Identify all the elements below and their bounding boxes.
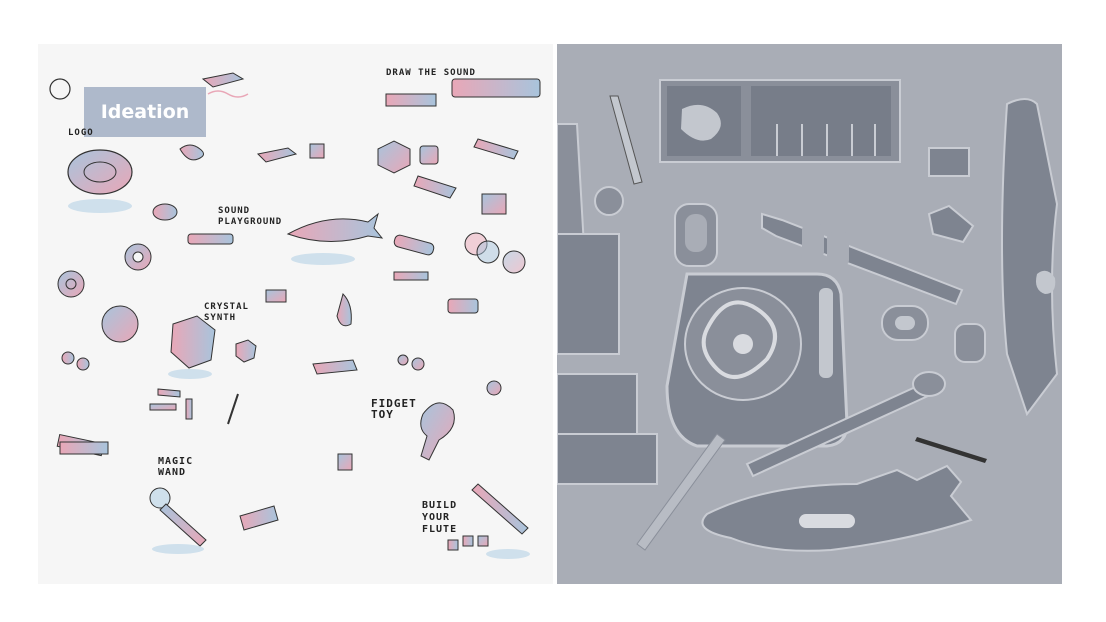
sketch-flute — [471, 483, 529, 535]
build-your-flute-label: BUILD YOUR FLUTE — [422, 500, 458, 535]
sketch-crystal — [170, 315, 216, 369]
ideation-sketch-board: Ideation LOGO DRAW THE SOUND SOUND PLAYG… — [38, 44, 553, 584]
sketch-fidget — [420, 402, 455, 461]
sketch-logo-disc — [67, 149, 133, 195]
flame-piece — [701, 464, 973, 552]
prototype-cutout-photo — [557, 44, 1062, 584]
sound-playground-label: SOUND PLAYGROUND — [218, 206, 283, 227]
crystal-synth-label: CRYSTAL SYNTH — [204, 302, 249, 323]
ruler — [636, 433, 726, 551]
sketch-wave — [201, 72, 245, 88]
ideation-badge: Ideation — [84, 87, 206, 137]
magic-wand-label: MAGIC WAND — [158, 456, 194, 478]
ideation-label: Ideation — [100, 101, 190, 123]
fidget-toy-label: FIDGET TOY — [371, 397, 417, 421]
sketch-head — [49, 78, 71, 100]
cutout-shapes — [557, 79, 1059, 552]
sketch-wand-head — [149, 487, 171, 509]
logo-label: LOGO — [68, 128, 94, 138]
sketch-fish — [286, 212, 384, 242]
sketch-drawings — [49, 72, 541, 559]
sketch-draw-board — [451, 78, 541, 98]
sketch-shadow — [68, 199, 132, 213]
draw-the-sound-label: DRAW THE SOUND — [386, 68, 476, 78]
